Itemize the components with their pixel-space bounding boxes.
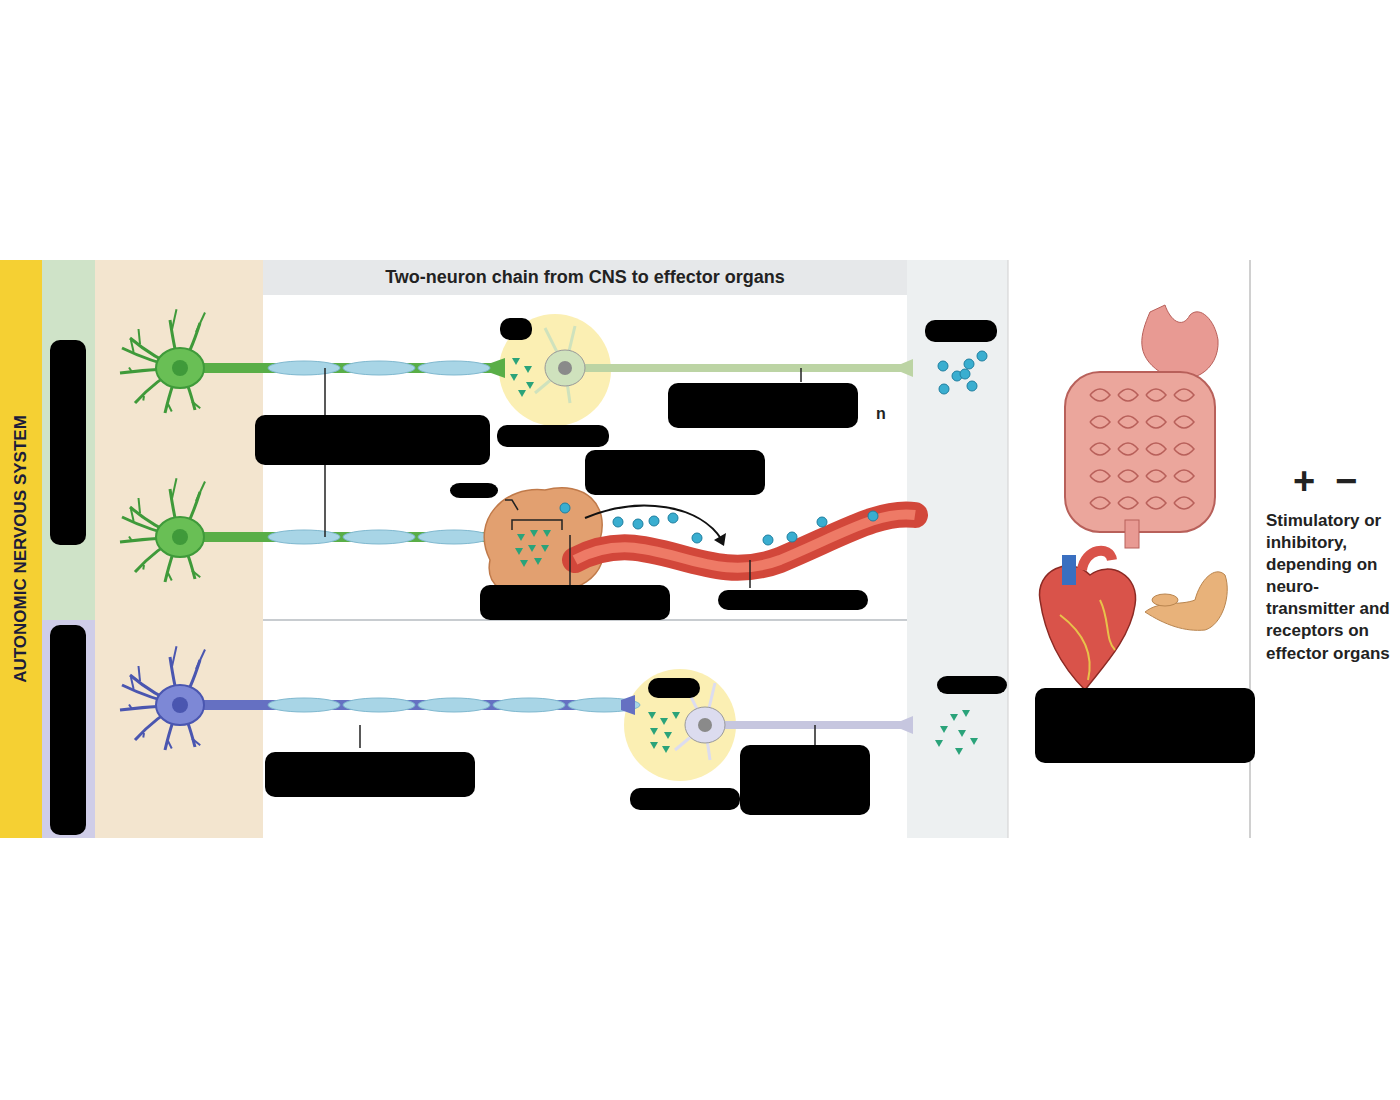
acetylcholine (650, 742, 658, 749)
acetylcholine (517, 534, 525, 541)
acetylcholine (935, 740, 943, 747)
acetylcholine (940, 726, 948, 733)
norepinephrine (633, 519, 643, 529)
neurotransmitter-column (907, 260, 1008, 838)
blood-vessel (575, 514, 915, 567)
neuron (120, 309, 505, 413)
redaction (925, 320, 997, 342)
acetylcholine (962, 710, 970, 717)
cns-column (95, 260, 263, 838)
blood-vessel (575, 514, 915, 567)
acetylcholine (534, 558, 542, 565)
norepinephrine (560, 503, 570, 513)
acetylcholine (660, 718, 668, 725)
leader-line (505, 500, 518, 510)
acetylcholine (650, 728, 658, 735)
norepinephrine (964, 359, 974, 369)
acetylcholine (510, 374, 518, 381)
redaction (1035, 688, 1255, 763)
redaction (480, 585, 670, 620)
plus-sign: + (1293, 462, 1315, 500)
redaction (585, 450, 765, 495)
norepinephrine (668, 513, 678, 523)
leader-line (800, 368, 802, 382)
acetylcholine (515, 548, 523, 555)
acetylcholine (541, 545, 549, 552)
redaction (740, 745, 870, 815)
redaction (255, 415, 490, 465)
digestive-organs (1065, 305, 1218, 548)
neuron (120, 646, 640, 750)
sympathetic-band (42, 260, 95, 620)
redaction (265, 752, 475, 797)
acetylcholine (520, 560, 528, 567)
ganglion (624, 669, 736, 781)
leader-line (359, 725, 361, 748)
acetylcholine (524, 366, 532, 373)
acetylcholine (530, 530, 538, 537)
norepinephrine (868, 511, 878, 521)
norepinephrine (787, 532, 797, 542)
adrenal-gland (484, 488, 603, 593)
acetylcholine (512, 358, 520, 365)
gland (1152, 594, 1178, 606)
acetylcholine (526, 382, 534, 389)
norepinephrine (939, 384, 949, 394)
norepinephrine (692, 533, 702, 543)
heart (1040, 551, 1136, 690)
arrowhead (714, 533, 726, 546)
acetylcholine (543, 530, 551, 537)
acetylcholine (662, 746, 670, 753)
redaction (450, 483, 498, 498)
acetylcholine (970, 738, 978, 745)
neuron (120, 478, 505, 582)
redaction (630, 788, 740, 810)
acetylcholine (664, 732, 672, 739)
bracket (512, 520, 562, 530)
side-band: AUTONOMIC NERVOUS SYSTEM (0, 260, 42, 838)
redaction (50, 340, 86, 545)
redaction (500, 318, 532, 340)
norepinephrine (613, 517, 623, 527)
column-heading: Two-neuron chain from CNS to effector or… (385, 267, 785, 288)
leader-line (569, 535, 571, 585)
acetylcholine (528, 545, 536, 552)
note: Stimulatory or inhibitory, depending on … (1266, 510, 1394, 665)
norepinephrine (960, 369, 970, 379)
label-fragment: n (876, 404, 886, 425)
acetylcholine (955, 748, 963, 755)
acetylcholine (672, 712, 680, 719)
redaction (497, 425, 609, 447)
header-band: Two-neuron chain from CNS to effector or… (263, 260, 907, 295)
norepinephrine (977, 351, 987, 361)
redaction (718, 590, 868, 610)
divider (1008, 260, 1009, 838)
norepinephrine (817, 517, 827, 527)
minus-sign: − (1335, 462, 1357, 500)
norepinephrine (938, 361, 948, 371)
redaction (937, 676, 1007, 694)
norepinephrine (763, 535, 773, 545)
parasympathetic-band (42, 620, 95, 838)
acetylcholine (518, 390, 526, 397)
leader-line (749, 560, 751, 588)
norepinephrine (967, 381, 977, 391)
gland (1145, 572, 1227, 631)
redaction (50, 625, 86, 835)
norepinephrine (649, 516, 659, 526)
acetylcholine (958, 730, 966, 737)
acetylcholine (950, 714, 958, 721)
redaction (648, 678, 700, 698)
acetylcholine (648, 712, 656, 719)
redaction (668, 383, 858, 428)
system-label: AUTONOMIC NERVOUS SYSTEM (11, 415, 31, 683)
leader-line (814, 725, 816, 745)
